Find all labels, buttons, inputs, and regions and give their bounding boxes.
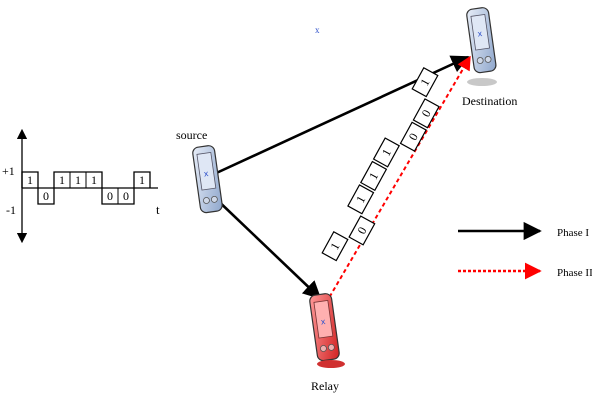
svg-text:x: x — [477, 29, 483, 39]
svg-text:x: x — [203, 169, 209, 179]
legend-phase1-label: Phase I — [557, 227, 589, 239]
svg-text:x: x — [320, 317, 326, 327]
relay-bit-frame — [412, 98, 440, 129]
t-axis-label: t — [156, 202, 160, 217]
legend-phase2-label: Phase II — [557, 267, 592, 279]
relay-bit-frame — [347, 184, 375, 215]
waveform-bit-label: 0 — [123, 189, 129, 203]
waveform-bit-label: 1 — [91, 173, 97, 187]
relay-bit-box: 0 — [348, 215, 376, 246]
relay-to-destination-link — [325, 55, 471, 304]
waveform-bit-label: 0 — [43, 189, 49, 203]
source-label: source — [176, 128, 207, 142]
waveform-bit-label: 1 — [59, 173, 65, 187]
source-device: x — [192, 145, 223, 214]
relay-bit-frame — [348, 215, 376, 246]
destination-label: Destination — [462, 94, 517, 108]
relay-bit-box: 1 — [321, 231, 349, 262]
relay-bit-box: 1 — [411, 67, 439, 98]
waveform-bit-label: 1 — [75, 173, 81, 187]
plus-one-label: +1 — [2, 164, 15, 178]
relay-bit-box: 1 — [359, 160, 388, 192]
relay-bit-box: 0 — [412, 98, 440, 129]
relay-device: x — [309, 293, 340, 362]
relay-bit-frame — [411, 67, 439, 98]
stray-x-mark: x — [315, 25, 320, 35]
destination-shadow — [467, 78, 497, 86]
source-to-relay-link — [211, 194, 322, 300]
destination-device: x — [466, 7, 497, 74]
relay-bit-frame — [399, 121, 427, 152]
waveform-bit-label: 1 — [27, 173, 33, 187]
waveform-bit-label: 1 — [139, 173, 145, 187]
relay-bit-frame — [372, 137, 401, 168]
relay-label: Relay — [311, 379, 339, 393]
relay-bit-box: 1 — [347, 184, 375, 215]
relay-bit-frame — [321, 231, 349, 262]
relay-bit-frame — [359, 160, 388, 192]
minus-one-label: -1 — [6, 203, 16, 217]
legend: Phase I Phase II — [458, 221, 592, 280]
relay-bit-box: 1 — [372, 137, 401, 168]
waveform-bit-label: 0 — [107, 189, 113, 203]
relay-bit-box: 0 — [399, 121, 427, 152]
relay-shadow — [317, 360, 345, 368]
